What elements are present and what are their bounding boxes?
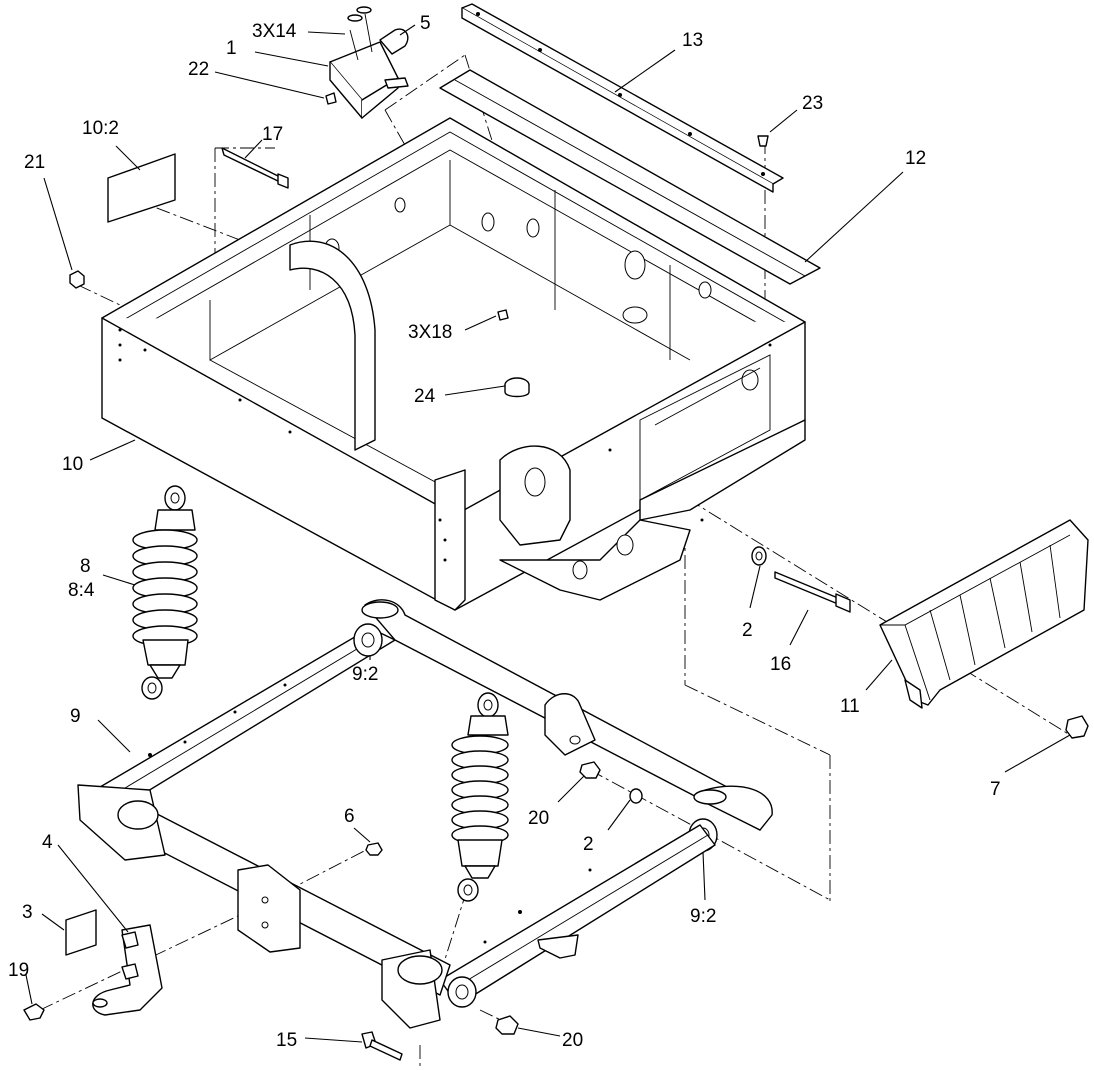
callout-8-4: 8:4 [68,580,95,601]
callout-23: 23 [802,93,823,114]
callout-11: 11 [840,696,860,717]
callout-16: 16 [770,654,791,675]
callout-3: 3 [22,902,33,923]
callout-20-upper: 20 [528,808,549,829]
fasteners [23,135,1089,1061]
callout-9-2-lower: 9:2 [690,906,716,927]
bracket-part-1 [325,6,409,119]
callout-12: 12 [905,148,926,169]
callout-8: 8 [80,556,91,577]
callout-3x14: 3X14 [252,21,297,42]
callout-2-lower: 2 [583,834,594,855]
callout-22: 22 [188,59,209,80]
side-panel-part-11 [879,519,1089,709]
callout-5: 5 [420,13,431,34]
callout-9-2-upper: 9:2 [352,664,378,685]
callout-10-2: 10:2 [82,118,119,139]
callout-15: 15 [276,1030,297,1051]
callout-20-lower: 20 [562,1030,583,1051]
swing-frame-part-9 [77,599,773,1029]
callout-4: 4 [42,832,53,853]
callout-6: 6 [344,806,355,827]
callout-17: 17 [262,124,283,145]
callout-24: 24 [414,386,436,407]
callout-19: 19 [8,960,29,981]
leader-lines [25,24,1071,1043]
callout-13: 13 [682,30,703,51]
callout-labels: 3X14 5 1 22 13 23 10:2 17 12 21 3X18 24 … [8,13,1001,1051]
callout-9: 9 [70,706,81,727]
callout-10: 10 [62,454,83,475]
lower-rail-part-12 [439,69,821,285]
callout-7: 7 [990,779,1001,800]
decal-part-3 [65,909,97,956]
callout-1: 1 [226,38,237,59]
shock-absorber-left-part-8 [132,485,198,700]
callout-2-upper: 2 [742,620,753,641]
decal-part-10-2 [107,153,176,223]
callout-3x18: 3X18 [408,322,452,343]
shock-absorber-right-part-8 [451,692,509,902]
main-frame-part-10 [101,117,806,611]
top-rail-part-13 [461,3,784,193]
bracket-part-4 [92,924,163,1016]
callout-21: 21 [24,152,45,173]
